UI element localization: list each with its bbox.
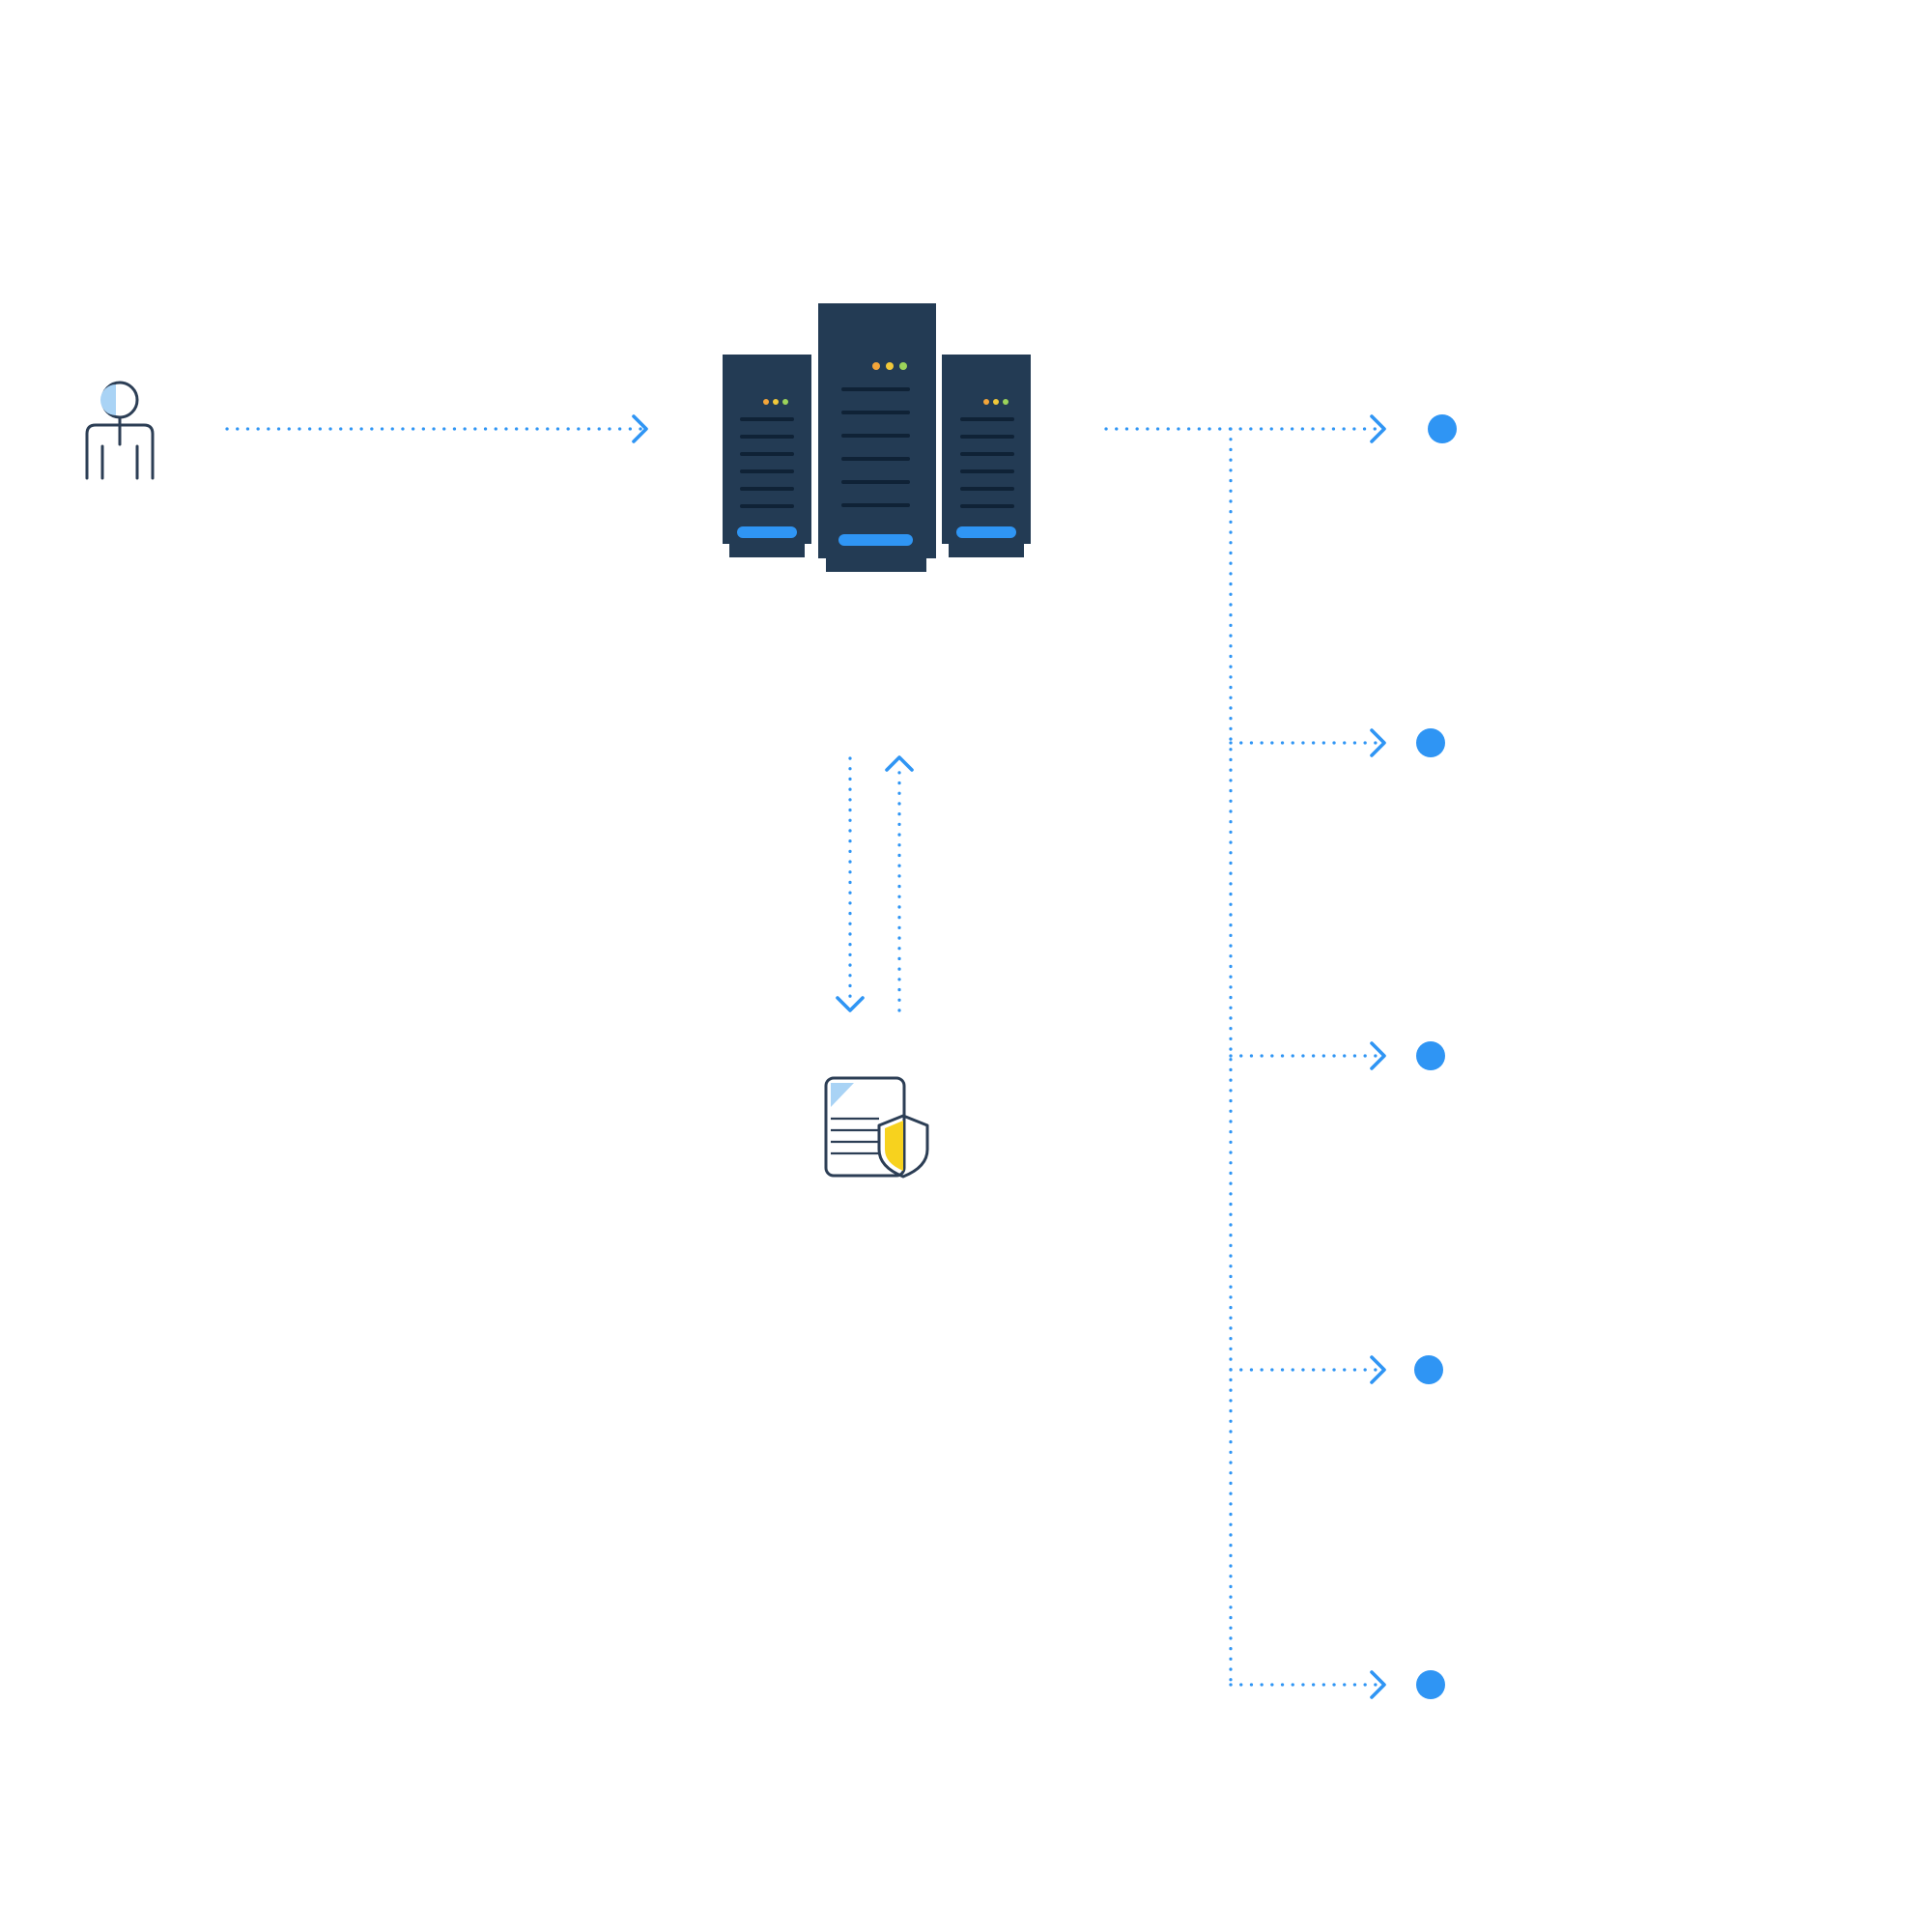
secure-document-icon bbox=[824, 1076, 929, 1179]
user-icon bbox=[85, 381, 155, 480]
server-rack-right bbox=[942, 355, 1031, 557]
destination-dot-1 bbox=[1428, 414, 1457, 443]
flow-bus-server-to-destinations bbox=[1104, 427, 1383, 1687]
server-rack-left bbox=[723, 355, 811, 557]
flow-arrow-user-to-server bbox=[225, 414, 648, 443]
destination-dot-2 bbox=[1416, 728, 1445, 757]
flow-arrow-to-destination-5 bbox=[1229, 1670, 1386, 1699]
flow-arrow-to-destination-2 bbox=[1229, 728, 1386, 757]
flow-arrow-to-destination-3 bbox=[1229, 1041, 1386, 1070]
destination-dot-3 bbox=[1416, 1041, 1445, 1070]
destination-dot-5 bbox=[1416, 1670, 1445, 1699]
shield-icon bbox=[877, 1114, 929, 1179]
flow-arrow-to-destination-4 bbox=[1229, 1355, 1386, 1384]
server-rack-center bbox=[818, 303, 936, 572]
flow-arrow-to-destination-1 bbox=[1370, 414, 1386, 443]
destination-dot-4 bbox=[1414, 1355, 1443, 1384]
flow-arrow-server-to-document bbox=[836, 756, 865, 1012]
flow-arrow-document-to-server bbox=[885, 755, 914, 1012]
server-cluster-icon bbox=[723, 303, 1031, 572]
